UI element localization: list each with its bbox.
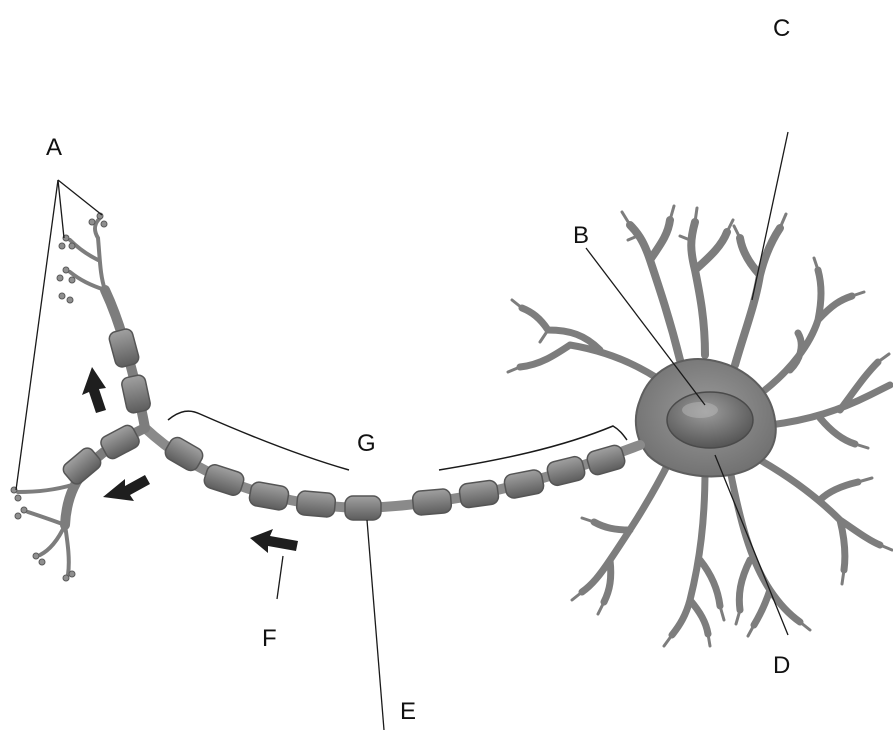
leader-b bbox=[586, 248, 705, 405]
leader-a-2 bbox=[58, 180, 64, 238]
nucleus-highlight bbox=[682, 402, 718, 418]
label-d: D bbox=[773, 654, 790, 678]
leader-e bbox=[367, 520, 384, 730]
arrow-left-icon bbox=[250, 529, 298, 553]
leader-d bbox=[715, 455, 788, 635]
leader-a-3 bbox=[16, 180, 58, 490]
arrow-up-icon bbox=[82, 367, 106, 413]
label-c: C bbox=[773, 17, 790, 41]
leader-a-1 bbox=[58, 180, 102, 215]
arrow-down-left-icon bbox=[103, 475, 150, 501]
leader-c bbox=[752, 132, 788, 300]
label-a: A bbox=[46, 136, 62, 160]
nucleus bbox=[667, 392, 753, 448]
axon-terminal-segments bbox=[60, 328, 151, 487]
leader-f bbox=[277, 556, 283, 599]
label-f: F bbox=[262, 627, 277, 651]
label-b: B bbox=[573, 224, 589, 248]
label-g: G bbox=[357, 432, 376, 456]
label-e: E bbox=[400, 700, 416, 724]
